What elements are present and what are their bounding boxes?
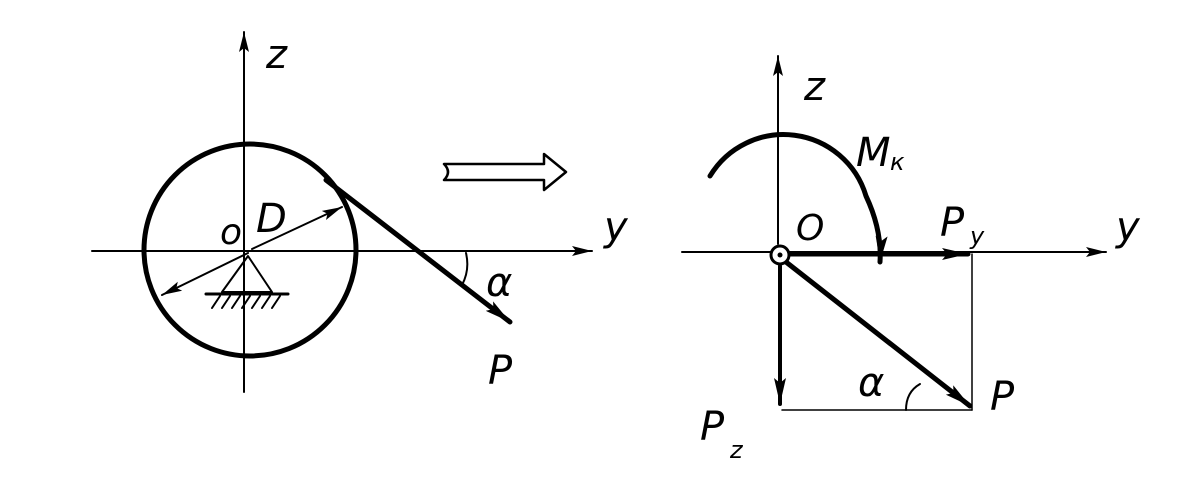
force-p-arrow	[323, 177, 513, 325]
right-z-label: z	[803, 64, 826, 110]
angle-alpha-arc	[461, 252, 469, 286]
left-force-label: P	[488, 348, 513, 394]
moment-label: M к	[856, 130, 905, 176]
svg-text:z: z	[729, 436, 744, 464]
right-force-label: P	[990, 374, 1015, 420]
moment-mk-arc	[707, 132, 888, 265]
right-y-label: y	[1115, 204, 1141, 250]
drum-circle	[141, 141, 359, 359]
diameter-dimension-line-lower	[161, 252, 249, 296]
right-figure: z y O M к P y P z P α	[681, 55, 1141, 464]
diameter-dimension-line	[251, 206, 343, 250]
right-angle-label: α	[858, 360, 884, 406]
force-p-resultant-arrow	[783, 259, 973, 409]
svg-text:y: y	[969, 222, 985, 250]
svg-text:к: к	[890, 148, 905, 176]
transition-arrow-icon	[442, 152, 568, 192]
left-center-label: o	[220, 212, 242, 253]
right-center-label: O	[796, 208, 824, 249]
left-z-label: z	[265, 32, 288, 78]
left-y-label: y	[603, 204, 629, 250]
svg-text:M: M	[856, 130, 891, 176]
left-figure: z y o D α P	[91, 31, 629, 394]
diameter-label: D	[256, 196, 287, 242]
right-angle-alpha-arc	[905, 383, 921, 411]
pin-support-icon	[204, 255, 290, 309]
svg-text:P: P	[700, 404, 725, 450]
center-point-dot	[777, 252, 783, 258]
force-py-label: P y	[940, 200, 985, 250]
svg-text:P: P	[940, 200, 965, 246]
force-pz-label: P z	[700, 404, 744, 464]
left-angle-label: α	[486, 260, 512, 306]
